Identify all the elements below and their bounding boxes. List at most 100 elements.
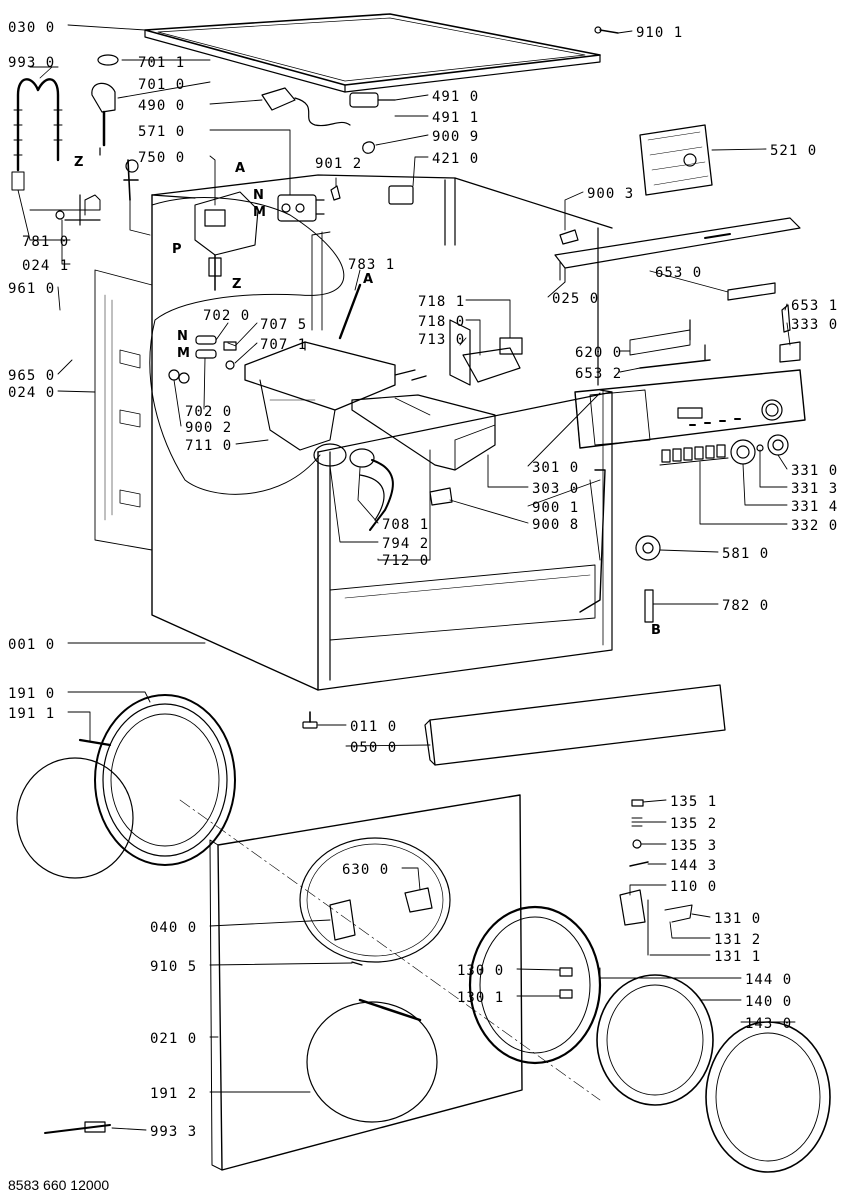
letter-marker-B: B (651, 623, 661, 638)
part-label-712-0: 712 0 (382, 553, 430, 569)
part-label-140-0: 140 0 (745, 994, 793, 1010)
hinge-040 (329, 899, 356, 941)
water-inlet-hose-024-1 (29, 194, 101, 226)
control-panel-301 (574, 369, 806, 449)
part-label-707-1: 707 1 (260, 337, 308, 353)
part-label-421-0: 421 0 (432, 151, 480, 167)
part-label-581-0: 581 0 (722, 546, 770, 562)
part-label-131-2: 131 2 (714, 932, 762, 948)
part-label-718-1: 718 1 (418, 294, 466, 310)
front-panel-021 (179, 794, 601, 1171)
valves-702 (195, 335, 237, 370)
part-label-711-0: 711 0 (185, 438, 233, 454)
part-label-965-0: 965 0 (8, 368, 56, 384)
part-label-024-0: 024 0 (8, 385, 56, 401)
buttons-332 (659, 444, 729, 466)
drawing-number: 8583 660 12000 (8, 1177, 110, 1193)
part-label-131-1: 131 1 (714, 949, 762, 965)
bracket-653-0 (727, 282, 776, 301)
part-label-910-5: 910 5 (150, 959, 198, 975)
back-panel (94, 269, 153, 551)
letter-marker-M: M (253, 205, 266, 220)
clip-900-3 (559, 229, 579, 245)
part-label-708-1: 708 1 (382, 517, 430, 533)
door-inner-143 (705, 1021, 831, 1173)
crossbar-025 (554, 217, 801, 283)
clip-901-2 (330, 185, 341, 201)
top-cover (144, 13, 601, 93)
interference-filter-421 (388, 185, 414, 205)
pressure-switch-750 (194, 191, 259, 291)
part-label-571-0: 571 0 (138, 124, 186, 140)
part-label-713-0: 713 0 (418, 332, 466, 348)
dispenser-hose-794 (349, 448, 394, 531)
leader-lines (17, 24, 796, 1131)
rod-783 (338, 283, 362, 340)
part-label-653-2: 653 2 (575, 366, 623, 382)
part-label-135-2: 135 2 (670, 816, 718, 832)
part-label-130-1: 130 1 (457, 990, 505, 1006)
part-label-620-0: 620 0 (575, 345, 623, 361)
pcb-620 (629, 319, 711, 369)
letter-marker-A2: A (363, 272, 374, 287)
part-label-701-0: 701 0 (138, 77, 186, 93)
supply-cord-490 (261, 87, 351, 127)
part-label-993-0: 993 0 (8, 55, 56, 71)
foot-011 (302, 711, 318, 729)
part-label-900-9: 900 9 (432, 129, 480, 145)
letter-marker-M2: M (177, 346, 190, 361)
part-label-135-1: 135 1 (670, 794, 718, 810)
letter-marker-A: A (235, 161, 246, 176)
part-label-794-2: 794 2 (382, 536, 430, 552)
part-label-701-1: 701 1 (138, 55, 186, 71)
part-label-901-2: 901 2 (315, 156, 363, 172)
part-label-783-1: 783 1 (348, 257, 396, 273)
part-label-750-0: 750 0 (138, 150, 186, 166)
letter-marker-N: N (253, 188, 264, 203)
part-label-130-0: 130 0 (457, 963, 505, 979)
detail-outline (149, 197, 345, 495)
knob-331 (730, 434, 789, 465)
part-label-191-0: 191 0 (8, 686, 56, 702)
part-label-707-5: 707 5 (260, 317, 308, 333)
part-label-900-2: 900 2 (185, 420, 233, 436)
rod-782 (644, 589, 654, 623)
part-label-521-0: 521 0 (770, 143, 818, 159)
part-label-702-0a: 702 0 (203, 308, 251, 324)
part-label-332-0: 332 0 (791, 518, 839, 534)
part-label-025-0: 025 0 (552, 291, 600, 307)
drawer-303 (351, 394, 496, 471)
part-label-021-0: 021 0 (150, 1031, 198, 1047)
door-seal-191 (16, 694, 236, 879)
solenoid-valve-571-0 (277, 194, 325, 222)
part-label-050-0: 050 0 (350, 740, 398, 756)
clamps-900-2 (168, 369, 190, 384)
part-label-001-0: 001 0 (8, 637, 56, 653)
part-label-782-0: 782 0 (722, 598, 770, 614)
part-label-653-0: 653 0 (655, 265, 703, 281)
water-hose-750-0 (123, 159, 151, 236)
part-label-301-0: 301 0 (532, 460, 580, 476)
part-label-135-3: 135 3 (670, 838, 718, 854)
tool-993-3 (44, 1121, 111, 1134)
part-label-143-0: 143 0 (745, 1016, 793, 1032)
letter-marker-Z2: Z (232, 277, 242, 292)
letter-marker-N2: N (177, 329, 188, 344)
electronic-module-521 (639, 124, 713, 196)
part-label-191-1: 191 1 (8, 706, 56, 722)
part-label-191-2: 191 2 (150, 1086, 198, 1102)
siphon-718 (462, 337, 523, 383)
part-label-331-3: 331 3 (791, 481, 839, 497)
door-frame-144 (468, 905, 602, 1065)
part-label-040-0: 040 0 (150, 920, 198, 936)
part-label-011-0: 011 0 (350, 719, 398, 735)
part-label-491-1: 491 1 (432, 110, 480, 126)
part-label-333-0: 333 0 (791, 317, 839, 333)
door-glass-140 (596, 974, 714, 1106)
part-label-331-0: 331 0 (791, 463, 839, 479)
screw-910-1 (594, 26, 619, 34)
hose-clip-900-9 (362, 141, 376, 154)
filter-491 (349, 92, 396, 108)
part-label-900-1: 900 1 (532, 500, 580, 516)
part-label-491-0: 491 0 (432, 89, 480, 105)
